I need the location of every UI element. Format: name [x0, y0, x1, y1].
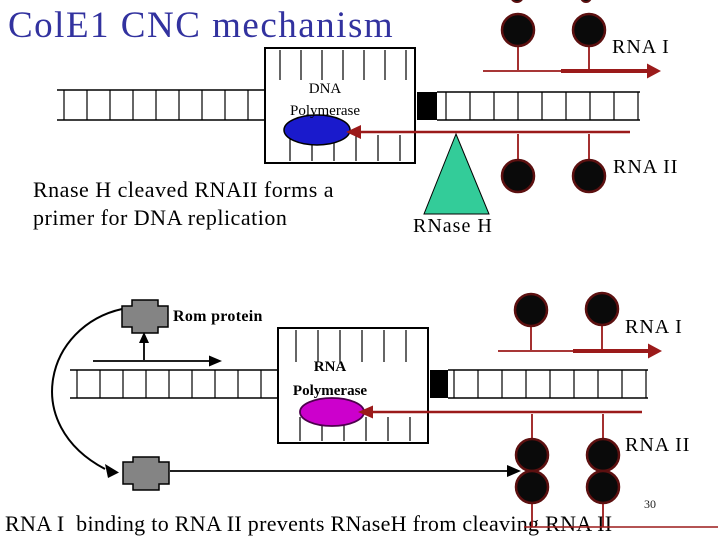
right-arrowhead-icon	[209, 355, 222, 367]
slide-title: ColE1 CNC mechanism	[8, 5, 395, 46]
rna1-arrowhead-bottom	[648, 343, 662, 359]
rna2-label-top: RNA II	[613, 156, 679, 178]
bubble2-bottom-strand-ticks	[299, 417, 411, 441]
bubble-top-strand-ticks	[279, 50, 407, 80]
dna-ladder-top-right	[437, 91, 640, 121]
bubble-bottom-strand-ticks	[289, 135, 401, 161]
dna-polymerase-ellipse	[283, 114, 351, 146]
origin-block-top	[417, 92, 437, 120]
rna1-rna2-kissing-complex	[514, 414, 718, 528]
clipped-loop-top-edge	[511, 0, 523, 3]
rna1-loop-icon	[514, 469, 550, 505]
dna-polymerase-label-line2: Polymerase	[290, 103, 360, 119]
clipped-loop-top-edge	[580, 0, 592, 3]
origin-block-bottom	[430, 370, 448, 398]
up-arrowhead-icon	[139, 332, 149, 343]
rnase-h-label: RNase H	[413, 215, 493, 237]
dna-ladder-top-left	[57, 89, 266, 121]
rom-protein-label: Rom protein	[173, 308, 263, 325]
rna2-stem-loop-icon	[571, 158, 607, 194]
rna-polymerase-ellipse	[299, 397, 365, 427]
dna-ladder-bottom-right	[448, 369, 648, 399]
dna-ladder-bottom-left	[70, 369, 278, 399]
rna1-arrowhead-top	[647, 63, 661, 79]
rna-polymerase-box	[277, 327, 429, 444]
top-caption: Rnase H cleaved RNAII forms a primer for…	[33, 176, 334, 232]
rom-recruitment-curve-arrow	[51, 308, 123, 478]
rna1-label-bottom: RNA I	[625, 316, 683, 338]
rom-binding-arrows	[93, 332, 222, 367]
rna2-transcript-bottom	[358, 405, 642, 419]
rna2-loop-icon	[514, 437, 550, 473]
rna2-label-bottom: RNA II	[625, 434, 691, 456]
rna1-label-top: RNA I	[612, 36, 670, 58]
page-number: 30	[644, 497, 656, 511]
rom-protein-shape	[121, 299, 169, 334]
rna-polymerase-label-line2: Polymerase	[292, 383, 368, 399]
top-caption-line1: Rnase H cleaved RNAII forms a	[33, 177, 335, 202]
rna1-stem-loop-icon	[584, 291, 620, 327]
rna1-stem-loop-icon	[500, 12, 536, 48]
rna2-arrowhead-top	[346, 125, 361, 139]
curve-arrowhead-icon	[105, 464, 119, 478]
dna-polymerase-box	[264, 47, 416, 164]
top-caption-line2: primer for DNA replication	[33, 205, 288, 230]
rna1-transcript-top	[483, 0, 661, 79]
rna2-arrowhead-bottom	[358, 405, 373, 419]
rna1-transcript-bottom	[498, 291, 662, 359]
rna-polymerase-label-line1: RNA	[313, 359, 347, 375]
rna1-stem-loop-icon	[513, 292, 549, 328]
rom-protein-shape-bottom	[122, 456, 170, 491]
rom-action-arrow	[170, 465, 521, 477]
rna2-transcript-top	[346, 125, 630, 194]
rna1-stem-loop-icon	[571, 12, 607, 48]
rna2-loop-icon	[585, 437, 621, 473]
rna2-stem-loop-icon	[500, 158, 536, 194]
bubble2-top-strand-ticks	[295, 330, 407, 362]
rna1-loop-icon	[585, 469, 621, 505]
rnase-h-triangle	[423, 132, 490, 215]
dna-polymerase-label-line1: DNA	[308, 81, 342, 97]
footer-caption: RNA I binding to RNA II prevents RNaseH …	[5, 511, 613, 536]
long-arrowhead-icon	[507, 465, 521, 477]
